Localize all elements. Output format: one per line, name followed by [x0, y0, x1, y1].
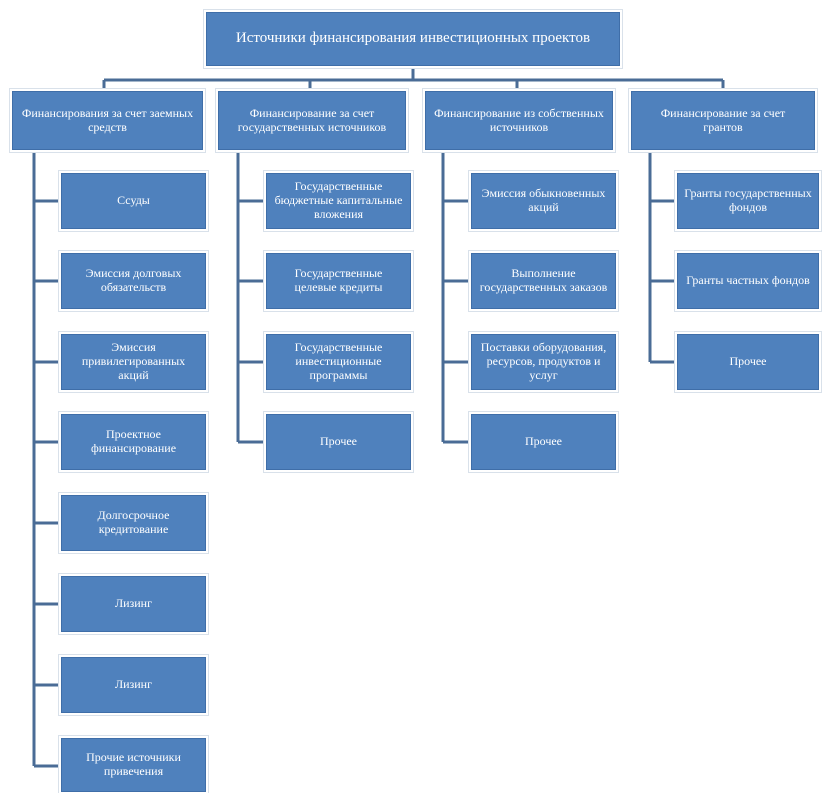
item-project-financing: Проектное финансирование — [59, 412, 208, 472]
item-other: Прочее — [469, 412, 618, 472]
item-loans: Ссуды — [59, 171, 208, 231]
item-other: Прочее — [264, 412, 413, 472]
item-common-shares: Эмиссия обыкновенных акций — [469, 171, 618, 231]
category-own-sources: Финансирование из собственных источников — [423, 89, 615, 152]
item-other: Прочее — [675, 332, 821, 392]
item-long-term-credit: Долгосрочное кредитование — [59, 493, 208, 553]
item-leasing: Лизинг — [59, 655, 208, 715]
item-equipment-supplies: Поставки оборудования, ресурсов, продукт… — [469, 332, 618, 392]
root-node: Источники финансирования инвестиционных … — [204, 10, 622, 68]
item-state-capital-investments: Государственные бюджетные капитальные вл… — [264, 171, 413, 231]
category-borrowed-funds: Финансирования за счет заемных средств — [10, 89, 205, 152]
item-private-fund-grants: Гранты частных фондов — [675, 251, 821, 311]
item-state-targeted-credits: Государственные целевые кредиты — [264, 251, 413, 311]
item-state-investment-programs: Государственные инвестиционные программы — [264, 332, 413, 392]
item-state-orders: Выполнение государственных заказов — [469, 251, 618, 311]
item-debt-issuance: Эмиссия долговых обязательств — [59, 251, 208, 311]
item-preferred-shares: Эмиссия привилегированных акций — [59, 332, 208, 392]
item-state-fund-grants: Гранты государственных фондов — [675, 171, 821, 231]
item-leasing: Лизинг — [59, 574, 208, 634]
item-other-sources: Прочие источники привечения — [59, 736, 208, 793]
category-state-sources: Финансирование за счет государственных и… — [216, 89, 408, 152]
category-grants: Финансирование за счет грантов — [629, 89, 817, 152]
